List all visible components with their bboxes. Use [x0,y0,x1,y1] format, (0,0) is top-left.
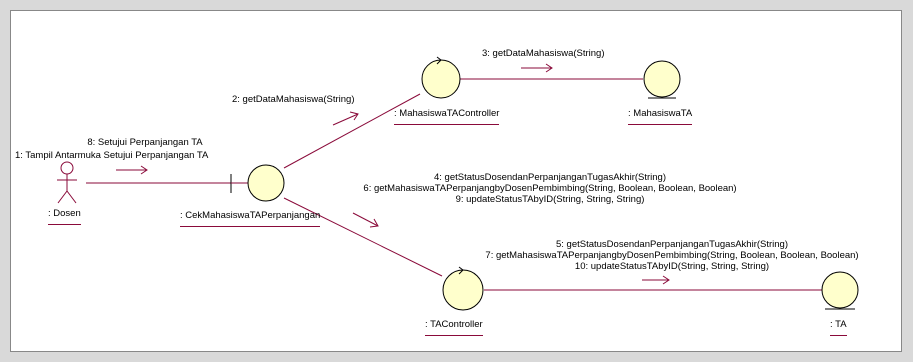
message-7: 7: getMahasiswaTAPerpanjangbyDosenPembim… [485,250,859,261]
entity-icon-ta [821,271,859,310]
object-label-mhs-entity: : MahasiswaTA [628,108,693,125]
message-6: 6: getMahasiswaTAPerpanjangbyDosenPembim… [363,183,737,194]
object-label-cek: : CekMahasiswaTAPerpanjangan [180,210,321,227]
message-8: 8: Setujui Perpanjangan TA [87,137,203,148]
message-10: 10: updateStatusTAbyID(String, String, S… [574,261,770,272]
message-2: 2: getDataMahasiswa(String) [232,94,355,105]
message-4: 4: getStatusDosendanPerpanjanganTugasAkh… [433,172,666,183]
entity-icon-mahasiswa [643,60,681,99]
object-label-ta-controller: : TAController [425,319,483,336]
control-icon-ta [442,266,484,311]
actor-icon [57,161,77,204]
arrow-msg-2 [332,111,359,126]
message-9: 9: updateStatusTAbyID(String, String, St… [455,194,645,205]
object-label-mhs-controller: : MahasiswaTAController [394,108,500,125]
arrow-msg-4-6-9 [352,212,379,228]
control-icon-mahasiswa [421,56,461,99]
message-1: 1: Tampil Antarmuka Setujui Perpanjangan… [15,150,209,161]
boundary-icon [230,164,285,202]
arrow-msg-5-7-10 [642,275,670,285]
message-3: 3: getDataMahasiswa(String) [482,48,605,59]
link-cek-mhsctrl [283,93,421,169]
message-5: 5: getStatusDosendanPerpanjanganTugasAkh… [555,239,788,250]
arrow-msg-3 [521,63,553,73]
object-label-ta-entity: : TA [830,319,847,336]
link-cek-tactrl [283,197,443,277]
arrow-msg-1-8 [116,165,148,175]
object-label-dosen: : Dosen [48,208,81,225]
